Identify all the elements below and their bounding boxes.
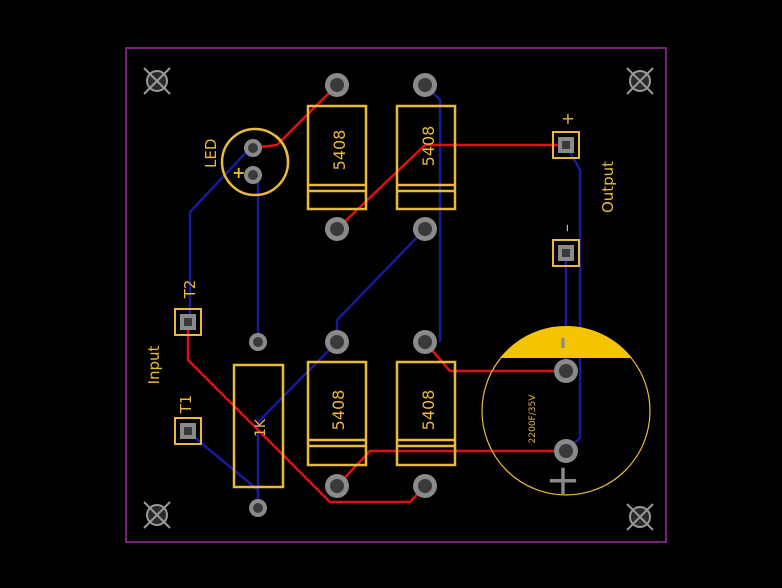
diode-d3: 5408	[306, 360, 368, 467]
trace	[336, 143, 566, 230]
mount-holes	[143, 67, 654, 531]
led-plus-label: +	[232, 163, 245, 182]
trace	[424, 341, 566, 373]
trace	[335, 228, 426, 342]
trace	[336, 449, 566, 487]
led-label: LED	[202, 139, 220, 168]
capacitor-value-label: 2200F/35V	[528, 394, 538, 444]
round-pads	[325, 73, 578, 498]
capacitor-minus-label: –	[547, 337, 577, 350]
mounting-hole-crosshair-icon	[143, 501, 171, 529]
led-flat	[275, 135, 290, 163]
t2-label: T2	[181, 280, 199, 300]
trace	[186, 322, 426, 504]
diode-d2: 5408	[395, 104, 457, 211]
diode-label: 5408	[419, 126, 438, 167]
capacitor-negative-band	[500, 325, 632, 358]
resistor-label: 1K	[253, 418, 269, 437]
diode-label: 5408	[419, 390, 438, 431]
output-terminals: + – Output	[552, 109, 617, 267]
led-pad-hole	[248, 143, 258, 153]
bottom-copper-traces	[187, 84, 582, 510]
board-outline	[125, 47, 667, 543]
trace	[564, 144, 582, 452]
diode-d4: 5408	[395, 360, 457, 467]
diode-d1: 5408	[306, 104, 368, 211]
capacitor-plus-label: +	[545, 455, 580, 504]
led-pad-hole	[248, 170, 258, 180]
diode-label: 5408	[329, 390, 348, 431]
trace	[187, 431, 259, 491]
mounting-hole-crosshair-icon	[143, 67, 171, 95]
output-label: Output	[599, 161, 617, 213]
output-minus-label: –	[557, 224, 576, 232]
mounting-hole-crosshair-icon	[626, 67, 654, 95]
mounting-hole-crosshair-icon	[626, 503, 654, 531]
output-plus-label: +	[561, 109, 574, 128]
input-label: Input	[145, 345, 163, 384]
led-footprint: + LED	[202, 127, 290, 197]
trace	[424, 84, 442, 342]
capacitor-footprint: – + 2200F/35V	[481, 325, 651, 504]
diode-label: 5408	[330, 130, 349, 171]
input-terminals: T2 T1 Input	[145, 280, 202, 445]
resistor-footprint: 1K	[232, 333, 285, 517]
trace	[256, 341, 338, 510]
t1-label: T1	[177, 395, 195, 415]
trace	[252, 84, 338, 150]
trace	[188, 144, 254, 322]
